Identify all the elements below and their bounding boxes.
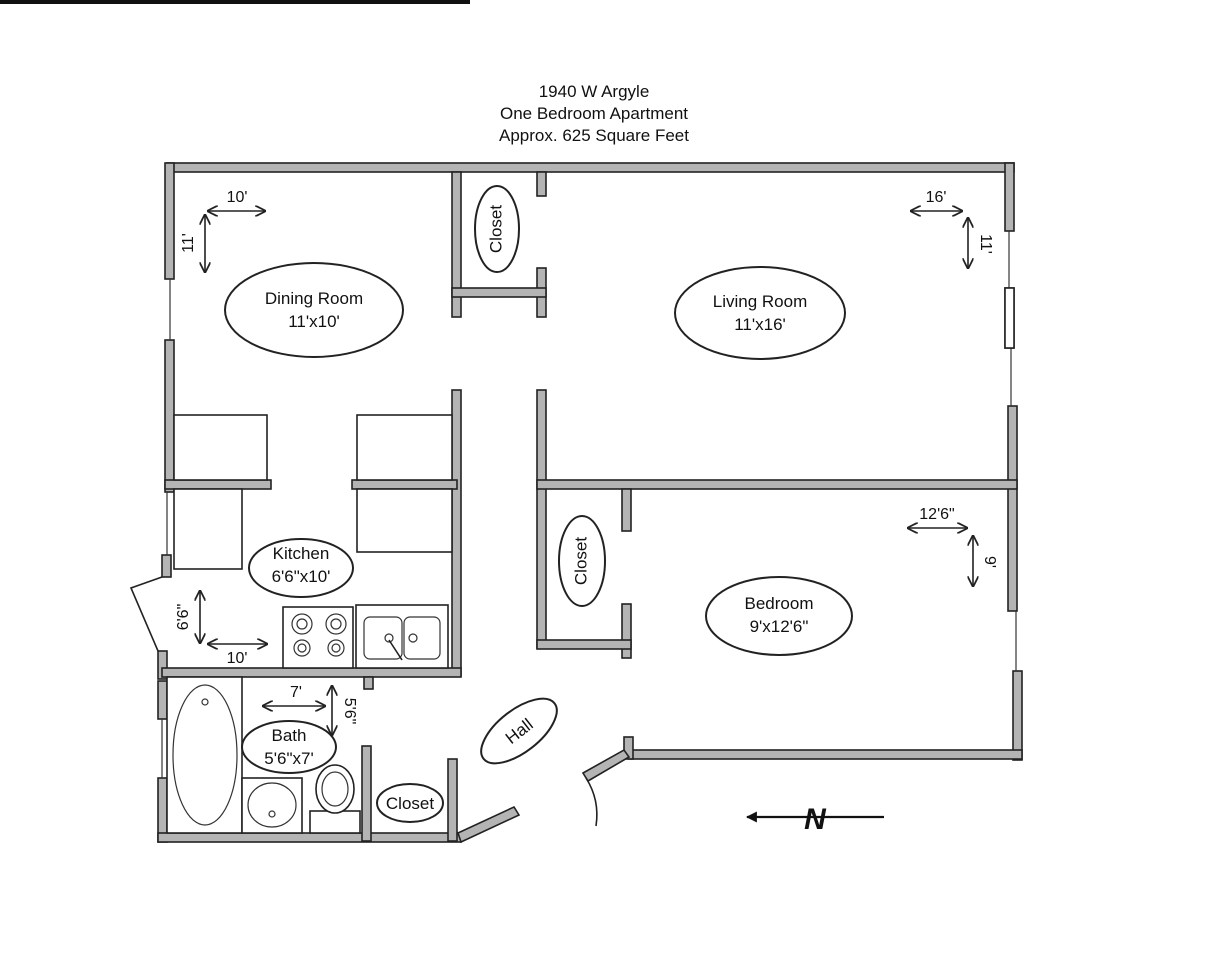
bedroom-depth-label: 9' xyxy=(981,556,998,568)
closet-top-name: Closet xyxy=(486,205,505,253)
unit-type-text: One Bedroom Apartment xyxy=(500,104,688,123)
refrigerator xyxy=(173,488,243,570)
dining-cabinet-right xyxy=(356,414,453,481)
dining-room-size: 11'x10' xyxy=(288,312,340,331)
bath-size: 5'6"x7' xyxy=(264,749,313,768)
entry-doors xyxy=(129,576,598,827)
kitchen-size: 6'6"x10' xyxy=(272,567,331,586)
scan-edge-bar xyxy=(0,0,470,4)
kitchen-sink xyxy=(355,604,449,669)
bathtub xyxy=(166,676,243,834)
living-width-label: 16' xyxy=(926,189,947,206)
kitchen-depth-label: 6'6" xyxy=(175,604,192,631)
hall-label: Hall xyxy=(480,697,558,765)
bedroom-size: 9'x12'6" xyxy=(750,617,809,636)
stove xyxy=(282,606,354,669)
area-text: Approx. 625 Square Feet xyxy=(499,126,689,145)
closet-bedroom-label: Closet xyxy=(558,515,606,607)
bath-depth-label: 5'6" xyxy=(341,698,358,725)
closet-hall-label: Closet xyxy=(376,783,444,823)
kitchen-width-label: 10' xyxy=(227,650,248,667)
bedroom-label: Bedroom 9'x12'6" xyxy=(705,576,853,656)
living-room-label: Living Room 11'x16' xyxy=(674,266,846,360)
bedroom-name: Bedroom xyxy=(745,594,814,613)
dining-cabinet-left xyxy=(173,414,268,481)
closet-hall-name: Closet xyxy=(386,794,434,813)
dining-room-name: Dining Room xyxy=(265,289,363,308)
dining-room-label: Dining Room 11'x10' xyxy=(224,262,404,358)
toilet xyxy=(309,764,361,834)
bathroom-sink xyxy=(241,777,303,834)
bath-name: Bath xyxy=(272,726,307,745)
plan-title: 1940 W Argyle One Bedroom Apartment Appr… xyxy=(499,82,689,145)
kitchen-cabinet xyxy=(356,488,453,553)
kitchen-label: Kitchen 6'6"x10' xyxy=(248,538,354,598)
dining-depth-label: 11' xyxy=(180,233,197,253)
north-label: N xyxy=(804,803,827,836)
bedroom-width-label: 12'6" xyxy=(919,506,954,523)
closet-top-label: Closet xyxy=(474,185,520,273)
kitchen-name: Kitchen xyxy=(273,544,330,563)
dining-width-label: 10' xyxy=(227,189,248,206)
living-room-name: Living Room xyxy=(713,292,808,311)
north-compass: N xyxy=(745,803,884,836)
windows xyxy=(161,231,1017,778)
bath-label: Bath 5'6"x7' xyxy=(241,720,337,774)
address-text: 1940 W Argyle xyxy=(539,82,650,101)
living-depth-label: 11' xyxy=(977,234,994,254)
living-room-size: 11'x16' xyxy=(734,315,786,334)
bath-width-label: 7' xyxy=(290,684,302,701)
closet-bedroom-name: Closet xyxy=(571,537,590,585)
